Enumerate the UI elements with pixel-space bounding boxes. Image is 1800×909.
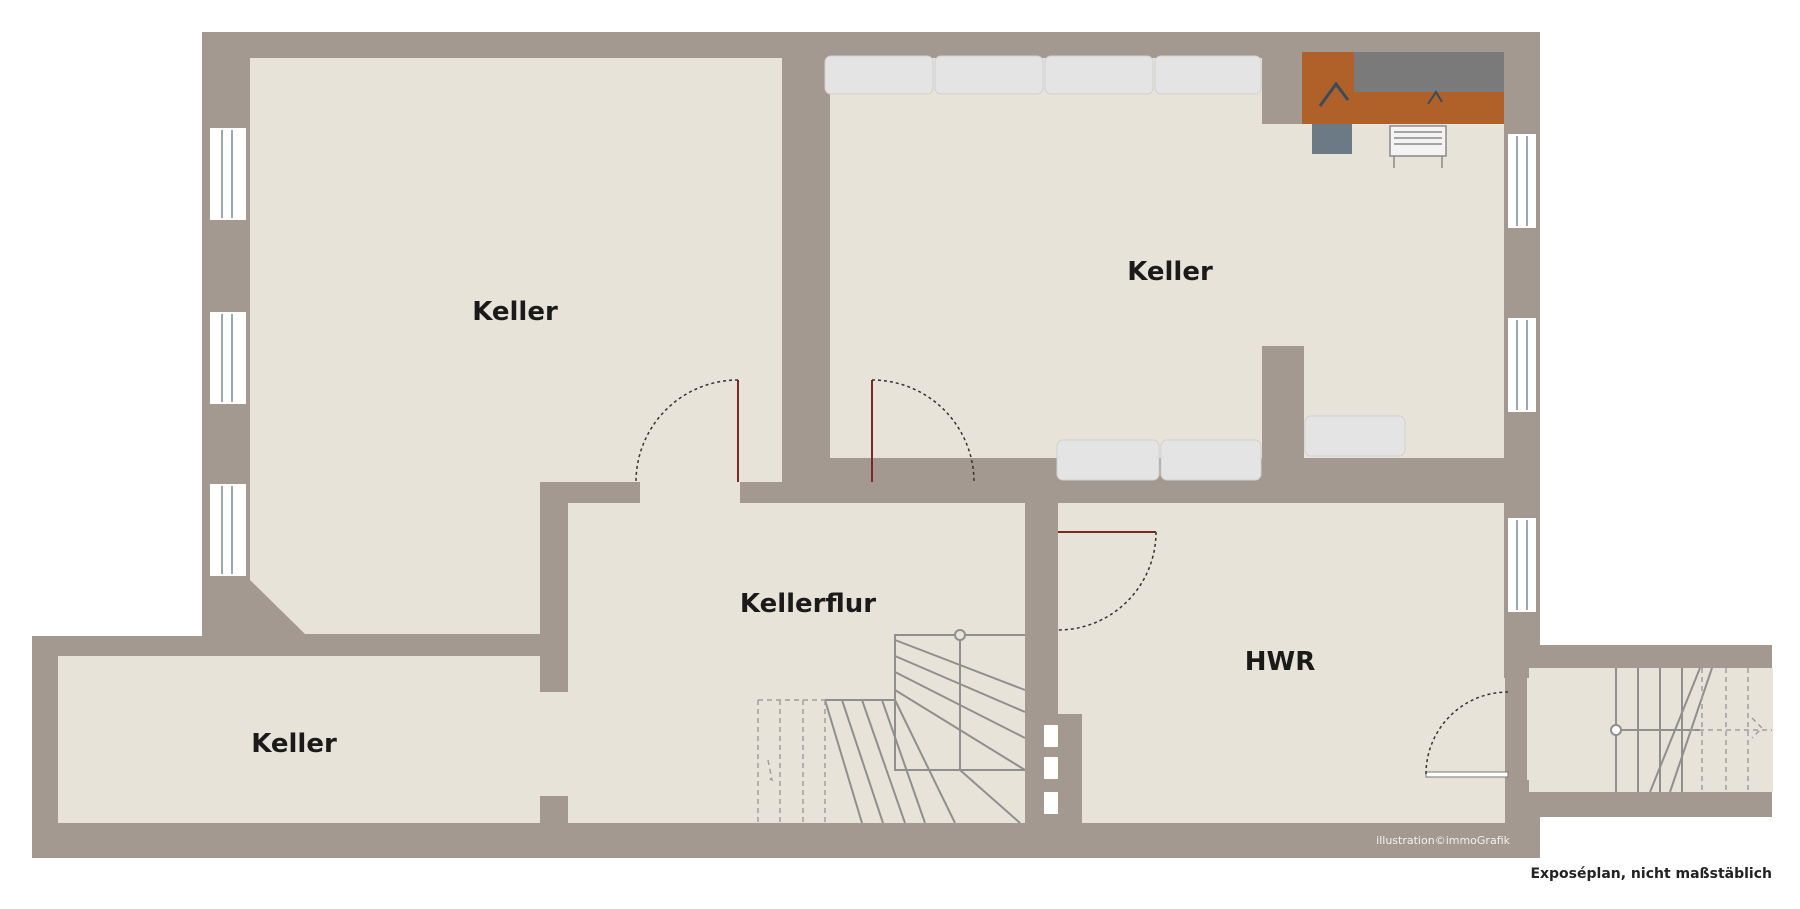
- desk-shelf: [1352, 52, 1504, 92]
- floor-passage-left: [538, 692, 570, 796]
- inner-walls: [540, 32, 1540, 826]
- desk-lamp-small-icon: [1427, 90, 1443, 105]
- desk-area: [1302, 52, 1504, 168]
- cabinet-bottom-2: [1160, 439, 1262, 481]
- desk-monitor-base: [1312, 124, 1352, 154]
- desk-lamp-icon: [1318, 81, 1350, 107]
- inner-wall-flur-left-bottom: [540, 796, 568, 826]
- exterior-staircase: [1610, 667, 1713, 793]
- room-label-keller-bottom-left: Keller: [251, 729, 337, 759]
- cabinet-top-1: [824, 55, 934, 95]
- window-left-3: [210, 484, 246, 576]
- room-label-hwr: HWR: [1245, 647, 1315, 677]
- exterior-stair-dashed: [1690, 668, 1772, 792]
- cabinet-bottom-3: [1304, 415, 1406, 457]
- room-label-keller-top-left: Keller: [472, 297, 558, 327]
- room-label-keller-top-right: Keller: [1127, 257, 1213, 287]
- inner-wall-hwr-right-bottom: [1505, 780, 1529, 823]
- door-swing-hwr: [1057, 531, 1157, 631]
- furniture-cabinets: [824, 55, 1406, 481]
- inner-wall-pillar: [1262, 346, 1304, 458]
- room-label-kellerflur: Kellerflur: [740, 589, 876, 619]
- desk-wood-main: [1302, 92, 1504, 124]
- inner-wall-flur-top-mid: [740, 482, 872, 503]
- windows: [210, 128, 1536, 612]
- window-right-1: [1508, 134, 1536, 228]
- doors: [635, 379, 1509, 778]
- floor-keller-top-left: [250, 58, 782, 634]
- inner-wall-vertical-top: [782, 32, 830, 482]
- plan-note: Exposéplan, nicht maßstäblich: [1530, 866, 1772, 882]
- cabinet-bottom-1: [1056, 439, 1160, 481]
- cabinet-top-2: [934, 55, 1044, 95]
- inner-wall-hwr-right-top: [1505, 612, 1529, 678]
- window-right-3: [1508, 518, 1536, 612]
- cabinet-top-3: [1044, 55, 1154, 95]
- illustration-credit: illustration©immoGrafik: [1376, 834, 1510, 847]
- stair-lower-flight: [757, 699, 826, 823]
- floor-hwr: [1058, 503, 1505, 823]
- wall-outlets: [1044, 725, 1058, 814]
- inner-wall-flur-hwr-lower: [1058, 714, 1082, 823]
- window-left-2: [210, 312, 246, 404]
- interior-staircase: [824, 629, 1026, 824]
- floor-keller-bottom-left: [58, 656, 540, 823]
- cabinet-top-4: [1154, 55, 1262, 95]
- floor-kellerflur: [568, 503, 1025, 823]
- door-leaf-exterior: [1425, 771, 1509, 778]
- floor-keller-top-right: [830, 58, 1504, 458]
- inner-wall-flur-left: [540, 482, 568, 692]
- chair-icon: [1389, 125, 1447, 168]
- floors: [58, 58, 1773, 823]
- window-left-1: [210, 128, 246, 220]
- inner-wall-nook: [1262, 58, 1304, 124]
- window-right-2: [1508, 318, 1536, 412]
- door-swing-left: [635, 379, 739, 483]
- inner-wall-flur-top-right: [975, 482, 1540, 503]
- inner-wall-stub-hwr: [1025, 482, 1058, 532]
- door-swing-right: [871, 379, 975, 483]
